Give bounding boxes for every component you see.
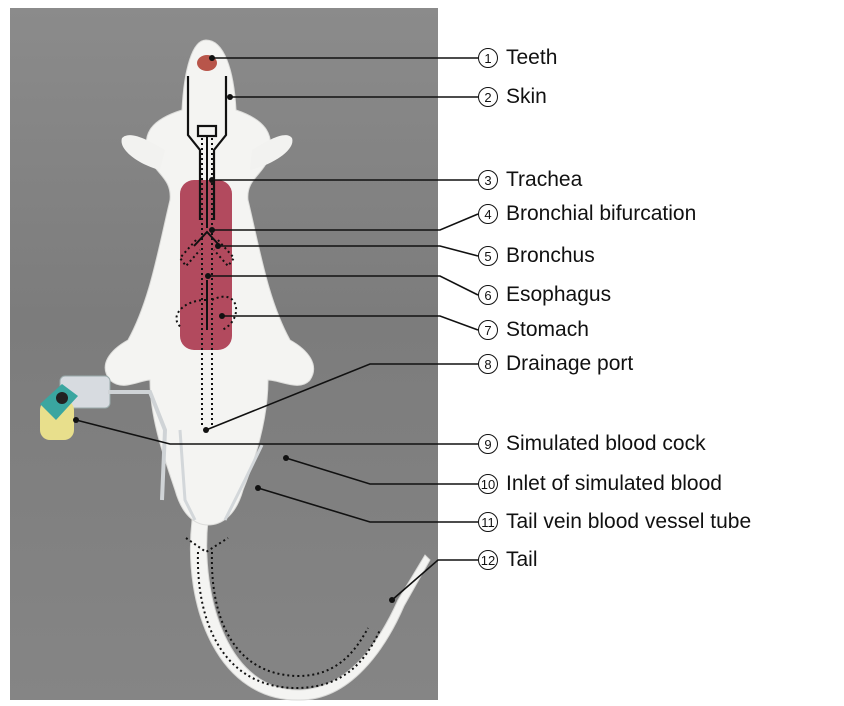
label-bronchial-bifurcation: 4 Bronchial bifurcation (478, 201, 696, 227)
label-number: 4 (478, 204, 498, 224)
label-text: Trachea (506, 168, 582, 192)
label-number: 5 (478, 246, 498, 266)
label-number: 1 (478, 48, 498, 68)
label-skin: 2 Skin (478, 84, 547, 110)
label-number: 9 (478, 434, 498, 454)
label-text: Stomach (506, 318, 589, 342)
label-text: Skin (506, 85, 547, 109)
label-text: Tail vein blood vessel tube (506, 510, 751, 534)
label-text: Simulated blood cock (506, 432, 706, 456)
label-number: 11 (478, 512, 498, 532)
label-number: 10 (478, 474, 498, 494)
label-number: 8 (478, 354, 498, 374)
label-text: Teeth (506, 46, 557, 70)
label-text: Inlet of simulated blood (506, 472, 722, 496)
label-esophagus: 6 Esophagus (478, 282, 611, 308)
label-simulated-blood-cock: 9 Simulated blood cock (478, 431, 706, 457)
label-text: Esophagus (506, 283, 611, 307)
label-text: Tail (506, 548, 538, 572)
label-trachea: 3 Trachea (478, 167, 582, 193)
label-inlet-of-simulated-blood: 10 Inlet of simulated blood (478, 471, 722, 497)
label-tail: 12 Tail (478, 547, 538, 573)
tail (190, 520, 430, 700)
label-stomach: 7 Stomach (478, 317, 589, 343)
label-number: 2 (478, 87, 498, 107)
label-number: 6 (478, 285, 498, 305)
label-tail-vein-blood-vessel-tube: 11 Tail vein blood vessel tube (478, 509, 751, 535)
label-text: Bronchial bifurcation (506, 202, 696, 226)
label-text: Bronchus (506, 244, 595, 268)
label-bronchus: 5 Bronchus (478, 243, 595, 269)
label-number: 12 (478, 550, 498, 570)
label-teeth: 1 Teeth (478, 45, 557, 71)
label-drainage-port: 8 Drainage port (478, 351, 633, 377)
label-number: 3 (478, 170, 498, 190)
label-text: Drainage port (506, 352, 633, 376)
label-number: 7 (478, 320, 498, 340)
